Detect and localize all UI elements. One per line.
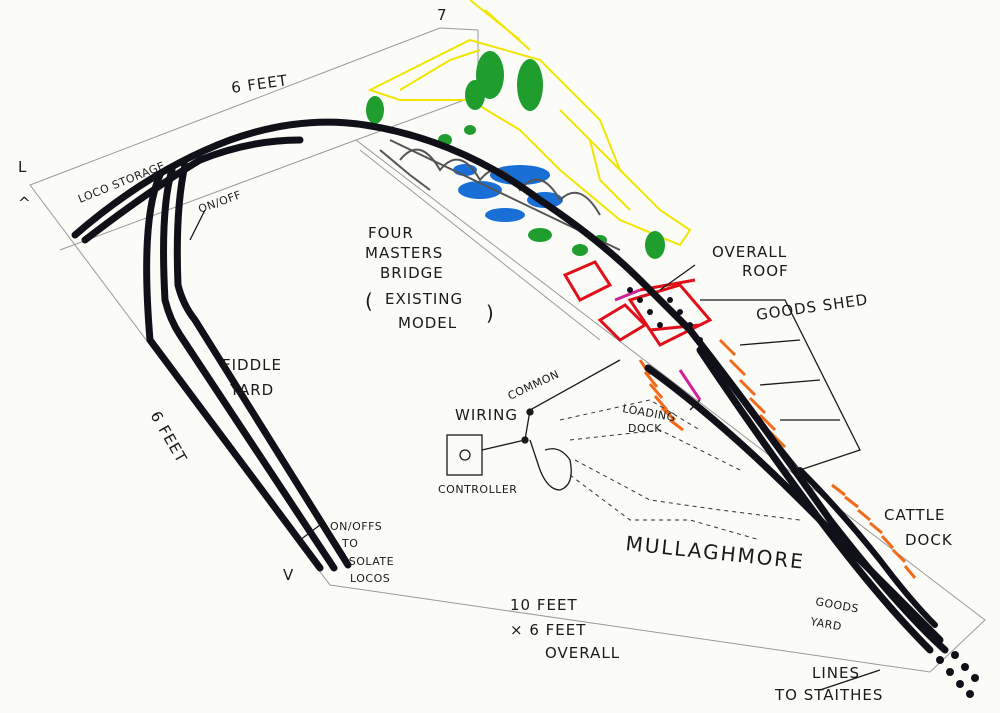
label-fiddle-2: YARD [229, 381, 274, 399]
label-overall-roof-1: OVERALL [712, 243, 787, 261]
label-loading-dock-1: LOADING [621, 402, 676, 424]
wiring-schematic [446, 359, 621, 491]
label-bridge-2: MASTERS [365, 244, 443, 262]
track-continuation-dots [627, 287, 979, 698]
fiddle-board-inner [59, 139, 601, 341]
label-six-feet-top: 6 FEET [230, 71, 289, 97]
label-dims-3: OVERALL [545, 644, 620, 662]
board-outline [29, 27, 986, 673]
track-layout [71, 118, 949, 654]
corner-mark-l: L [18, 158, 27, 176]
paren-close: ) [486, 301, 496, 325]
label-dims-2: × 6 FEET [510, 621, 586, 639]
corner-mark-v: V [283, 566, 294, 584]
river-scenery [453, 164, 563, 222]
label-isolate-2: TO [341, 537, 358, 550]
label-bridge-3: BRIDGE [380, 264, 444, 282]
hills-scenery [367, 0, 692, 247]
label-on-off: ON/OFF [197, 188, 244, 216]
wiring-feeds [559, 399, 801, 541]
label-existing-1: EXISTING [385, 290, 463, 308]
label-lines-1: LINES [812, 664, 860, 682]
label-isolate-1: ON/OFFS [330, 520, 382, 533]
label-goods-shed: GOODS SHED [755, 290, 869, 324]
label-goods-yard-2: YARD [808, 615, 842, 633]
label-isolate-3: ISOLATE [345, 555, 394, 568]
label-bridge-1: FOUR [368, 224, 414, 242]
corner-mark-7: 7 [437, 6, 448, 24]
paren-open: ( [365, 289, 375, 313]
label-leaders [189, 209, 881, 691]
label-cattle-1: CATTLE [884, 506, 945, 524]
label-loading-dock-2: DOCK [628, 422, 662, 435]
label-cattle-2: DOCK [905, 531, 953, 549]
label-existing-2: MODEL [398, 314, 457, 332]
label-six-feet-left: 6 FEET [147, 408, 191, 466]
cattle-dock [831, 483, 917, 579]
label-controller: CONTROLLER [438, 483, 517, 496]
overall-roof-marks [614, 288, 702, 401]
label-goods-yard-1: GOODS [814, 595, 859, 615]
label-mullaghmore: MULLAGHMORE [624, 531, 806, 574]
label-isolate-4: LOCOS [350, 572, 390, 585]
corner-mark-a: ^ [18, 194, 32, 212]
label-wiring: WIRING [455, 406, 518, 424]
label-lines-2: TO STAITHES [774, 686, 883, 704]
label-overall-roof-2: ROOF [742, 262, 789, 280]
label-dims-1: 10 FEET [510, 596, 578, 614]
label-fiddle-1: FIDDLE [222, 356, 282, 374]
